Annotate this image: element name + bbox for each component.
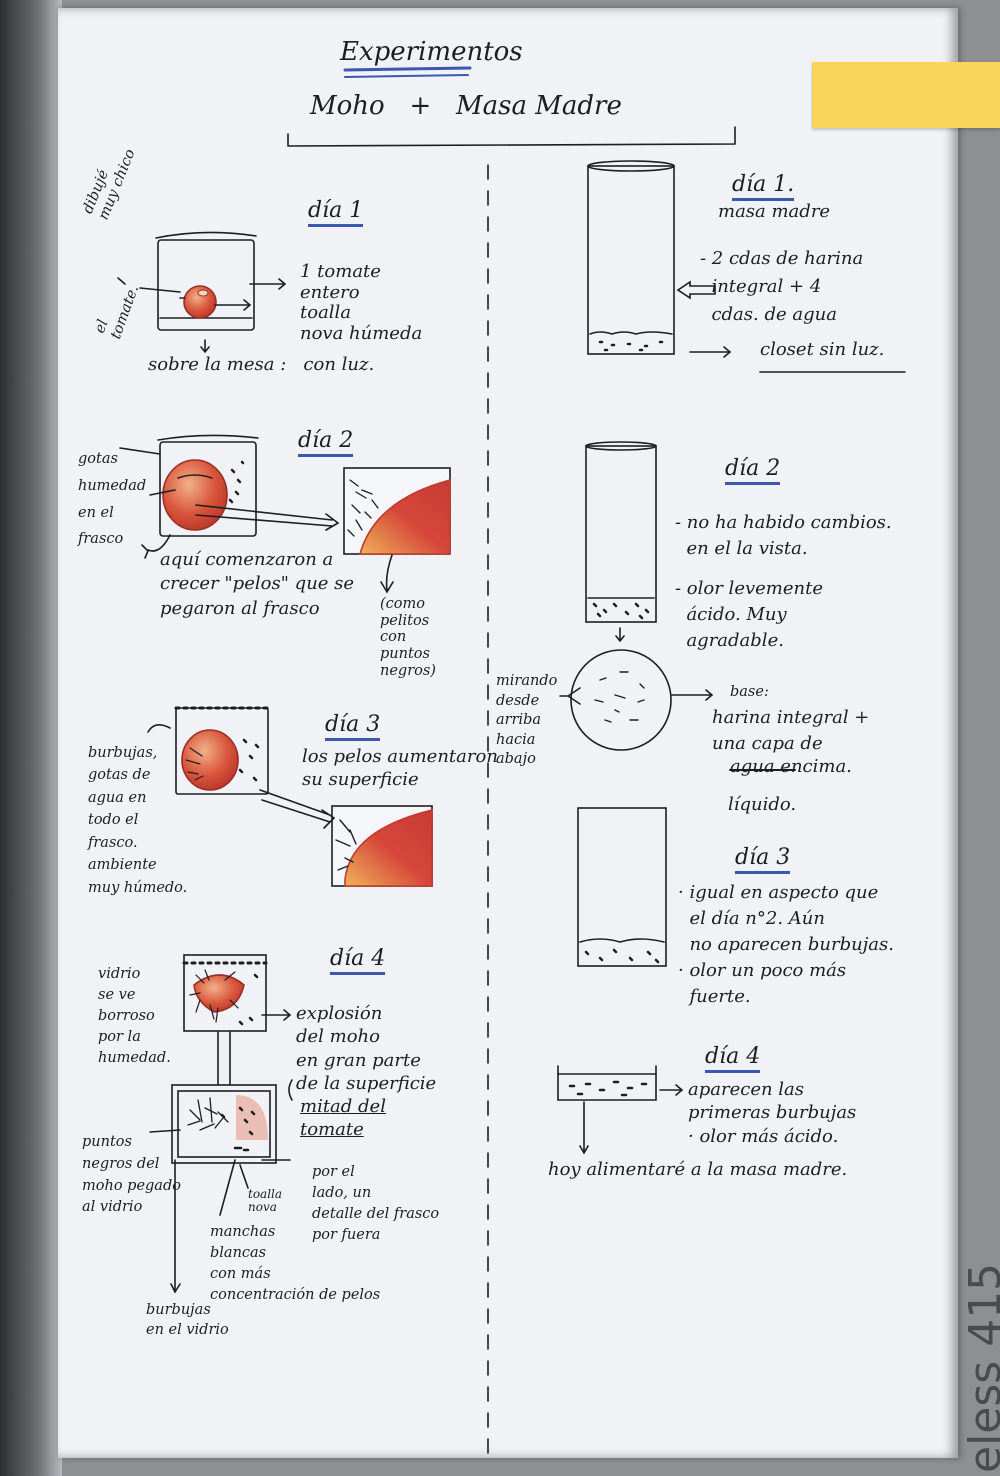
right-dia4-heading: día 4 — [705, 1044, 761, 1074]
right-dia1-sub: masa madre — [718, 201, 831, 222]
right-dia1-closet: closet sin luz. — [760, 339, 885, 360]
left-dia1-heading: día 1 — [308, 198, 364, 228]
right-dia1-heading: día 1. — [732, 172, 795, 202]
left-dia2-desc: aquí comenzaron a crecer "pelos" que se … — [160, 549, 355, 619]
right-dia2-base-label: base: — [730, 684, 769, 700]
right-dia2-desc1: - no ha habido cambios. en el la vista. — [675, 512, 892, 560]
right-dia3-desc: · igual en aspecto que el día n°2. Aún n… — [678, 882, 894, 1008]
right-dia2-agua-line: agua encima. — [730, 756, 852, 778]
right-dia2-base-desc: harina integral + una capa de — [712, 707, 870, 755]
background-edge-text: eless 415 — [960, 1262, 1000, 1473]
left-dia4-heading: día 4 — [330, 946, 386, 976]
right-dia2-agua: agua — [730, 756, 775, 777]
right-dia2-mirando: mirando desde arriba hacia abajo — [496, 673, 558, 768]
page-title: Experimentos — [340, 37, 523, 67]
left-dia4-burbujas: burbujas en el vidrio — [146, 1302, 229, 1339]
left-dia4-lado: por el lado, un detalle del frasco por f… — [312, 1164, 440, 1244]
page-subtitle: Moho + Masa Madre — [310, 91, 622, 121]
left-dia4-manchas: manchas blancas con más concentración de… — [210, 1224, 381, 1304]
left-dia4-puntos: puntos negros del moho pegado al vidrio — [82, 1134, 181, 1216]
left-dia3-heading: día 3 — [325, 712, 381, 742]
sticky-note-tab — [812, 62, 1000, 128]
left-dia4-desc: explosión del moho en gran parte de la s… — [296, 1003, 437, 1095]
left-dia4-vidrio-label: vidrio se ve borroso por la humedad. — [98, 966, 171, 1067]
left-dia3-label: burbujas, gotas de agua en todo el frasc… — [88, 745, 188, 896]
right-dia2-heading: día 2 — [725, 456, 781, 486]
right-dia3-heading: día 3 — [735, 845, 791, 875]
right-dia4-desc: aparecen las primeras burbujas · olor má… — [688, 1079, 857, 1147]
left-dia2-heading: día 2 — [298, 428, 354, 458]
notebook-spine-shadow — [0, 0, 62, 1476]
right-dia2-encima: encima. — [774, 756, 852, 777]
left-dia2-note: (como pelitos con puntos negros) — [380, 596, 436, 679]
left-dia2-gotas-label: gotas humedad en el frasco — [78, 451, 147, 548]
right-dia2-desc2: - olor levemente ácido. Muy agradable. — [675, 578, 823, 652]
left-dia1-footer: sobre la mesa : con luz. — [148, 354, 375, 375]
left-dia4-toalla: toalla nova — [248, 1187, 283, 1215]
right-dia1-desc: - 2 cdas de harina integral + 4 cdas. de… — [700, 248, 864, 325]
left-dia3-desc: los pelos aumentaron su superficie — [302, 746, 498, 791]
left-dia4-mitad: mitad del tomate — [300, 1096, 386, 1140]
left-dia1-desc: 1 tomate entero toalla nova húmeda — [300, 261, 423, 345]
right-dia4-hoy: hoy alimentaré a la masa madre. — [548, 1159, 848, 1180]
right-dia2-liquido: líquido. — [728, 794, 797, 815]
